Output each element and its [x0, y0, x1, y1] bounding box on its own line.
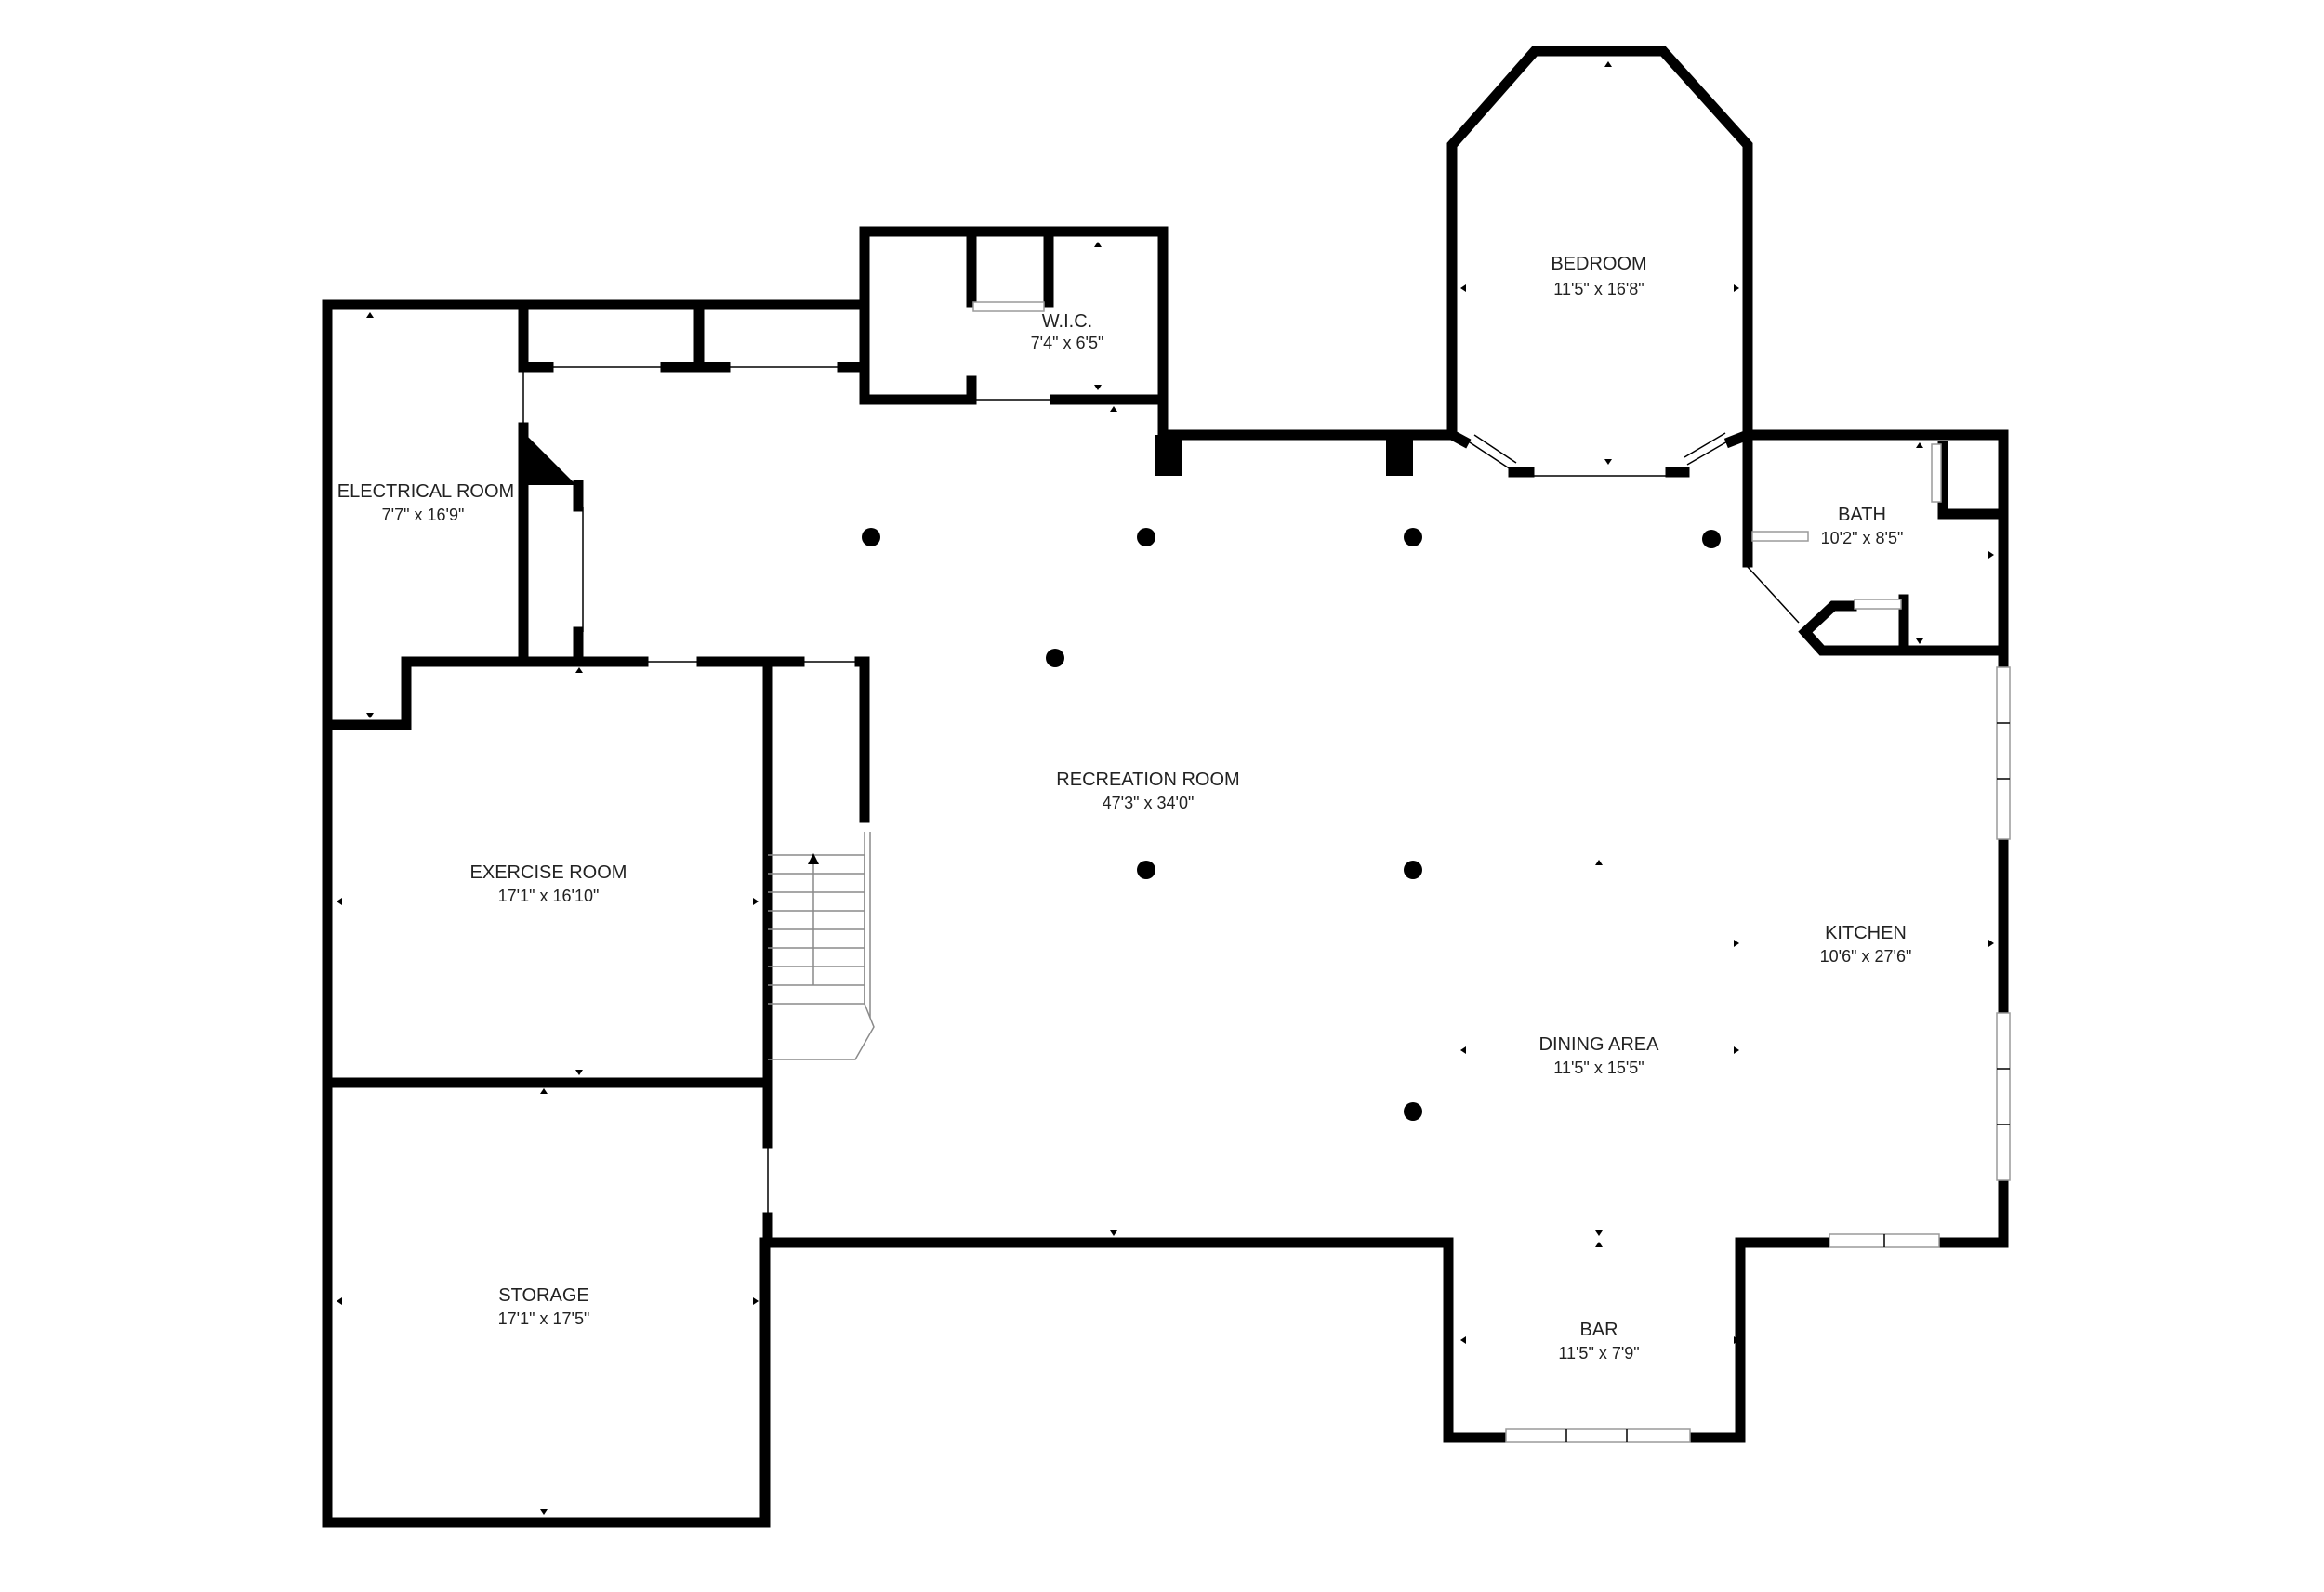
- dimension-tick: [1110, 406, 1117, 412]
- dimension-tick: [1110, 1230, 1117, 1236]
- staircase: [768, 832, 875, 1060]
- room-name-dining: DINING AREA: [1539, 1034, 1660, 1055]
- room-name-bath: BATH: [1838, 505, 1886, 525]
- column: [1404, 528, 1422, 546]
- dimension-tick: [337, 1297, 342, 1305]
- room-dims-wic: 7'4" x 6'5": [1031, 334, 1104, 352]
- dimension-tick: [366, 713, 374, 718]
- column: [1046, 649, 1064, 667]
- dimension-tick: [1734, 1336, 1739, 1344]
- dimension-tick: [1734, 1046, 1739, 1054]
- dimension-tick: [575, 667, 583, 673]
- interior-walls: [322, 230, 2004, 1248]
- dimension-tick: [540, 1088, 548, 1094]
- columns: [862, 528, 1721, 1121]
- bath-shelf: [1931, 443, 1942, 503]
- room-name-bar: BAR: [1579, 1320, 1618, 1340]
- window-bedroom-right-2: [1684, 432, 1726, 458]
- room-dims-storage: 17'1" x 17'5": [498, 1309, 590, 1328]
- window-bedroom-left: [1466, 440, 1512, 470]
- room-dims-dining: 11'5" x 15'5": [1553, 1059, 1644, 1077]
- window-kitchen-lower: [1996, 1012, 2011, 1181]
- column: [1404, 1102, 1422, 1121]
- dimension-tick: [1460, 1336, 1466, 1344]
- dimension-tick: [337, 898, 342, 905]
- room-dims-recreation: 47'3" x 34'0": [1103, 794, 1195, 812]
- bath-vanity-top: [1854, 599, 1902, 610]
- room-dims-bedroom: 11'5" x 16'8": [1553, 280, 1644, 298]
- pillar-wic: [1155, 435, 1182, 476]
- room-dims-exercise: 17'1" x 16'10": [498, 887, 600, 905]
- room-labels: BEDROOM 11'5" x 16'8" W.I.C. 7'4" x 6'5"…: [337, 254, 1912, 1362]
- dimension-tick: [753, 898, 759, 905]
- windows: [972, 301, 2011, 1443]
- dimension-tick: [540, 1509, 548, 1515]
- dimension-tick: [1916, 442, 1923, 448]
- dimension-ticks: [337, 61, 1994, 1515]
- dimension-tick: [1094, 385, 1102, 390]
- room-name-recreation: RECREATION ROOM: [1056, 770, 1239, 790]
- window-bedroom-left-2: [1473, 434, 1517, 464]
- dimension-tick: [1916, 638, 1923, 644]
- column: [1137, 528, 1155, 546]
- dimension-tick: [366, 312, 374, 318]
- stair-arrow-head: [808, 853, 819, 864]
- window-bar: [1505, 1428, 1691, 1443]
- room-dims-bath: 10'2" x 8'5": [1821, 529, 1904, 547]
- window-bedroom-right: [1686, 440, 1730, 466]
- dimension-tick: [753, 1297, 759, 1305]
- pillar-back: [1386, 435, 1413, 476]
- wall-wic: [859, 226, 1169, 475]
- dimension-tick: [1988, 940, 1994, 947]
- room-dims-kitchen: 10'6" x 27'6": [1820, 947, 1912, 966]
- dimension-tick: [1460, 284, 1466, 292]
- room-dims-electrical: 7'7" x 16'9": [382, 506, 465, 524]
- dimension-tick: [1595, 1230, 1603, 1236]
- bath-sink: [1751, 531, 1809, 542]
- wall-bedroom-jamb-l: [1445, 428, 1472, 449]
- room-name-kitchen: KITCHEN: [1825, 923, 1907, 943]
- dimension-tick: [1604, 61, 1612, 67]
- opening-lines: [522, 366, 1669, 1217]
- column: [1702, 530, 1721, 548]
- dimension-tick: [575, 1070, 583, 1075]
- wall-bath-bottom: [1798, 600, 2004, 656]
- dimension-tick: [1734, 940, 1739, 947]
- dimension-tick: [1595, 1242, 1603, 1247]
- elec-wall-wedge: [519, 428, 576, 485]
- dimension-tick: [1604, 459, 1612, 465]
- room-name-storage: STORAGE: [498, 1285, 588, 1306]
- stair-outline: [768, 854, 875, 1060]
- room-name-exercise: EXERCISE ROOM: [470, 862, 627, 883]
- dimension-tick: [1734, 284, 1739, 292]
- room-name-electrical: ELECTRICAL ROOM: [337, 481, 514, 502]
- wall-bedroom: [1446, 46, 1753, 441]
- window-bath-door: [1747, 566, 1800, 624]
- column: [1404, 861, 1422, 879]
- column: [1137, 861, 1155, 879]
- dimension-tick: [1595, 860, 1603, 865]
- dimension-tick: [1988, 551, 1994, 559]
- room-dims-bar: 11'5" x 7'9": [1558, 1344, 1639, 1362]
- room-name-bedroom: BEDROOM: [1551, 254, 1646, 274]
- window-wic: [972, 301, 1045, 312]
- dimension-tick: [1094, 242, 1102, 247]
- wall-elec-bottom: [322, 656, 649, 730]
- room-name-wic: W.I.C.: [1042, 311, 1092, 332]
- dimension-tick: [1460, 1046, 1466, 1054]
- window-kitchen-top: [1996, 666, 2011, 840]
- column: [862, 528, 880, 546]
